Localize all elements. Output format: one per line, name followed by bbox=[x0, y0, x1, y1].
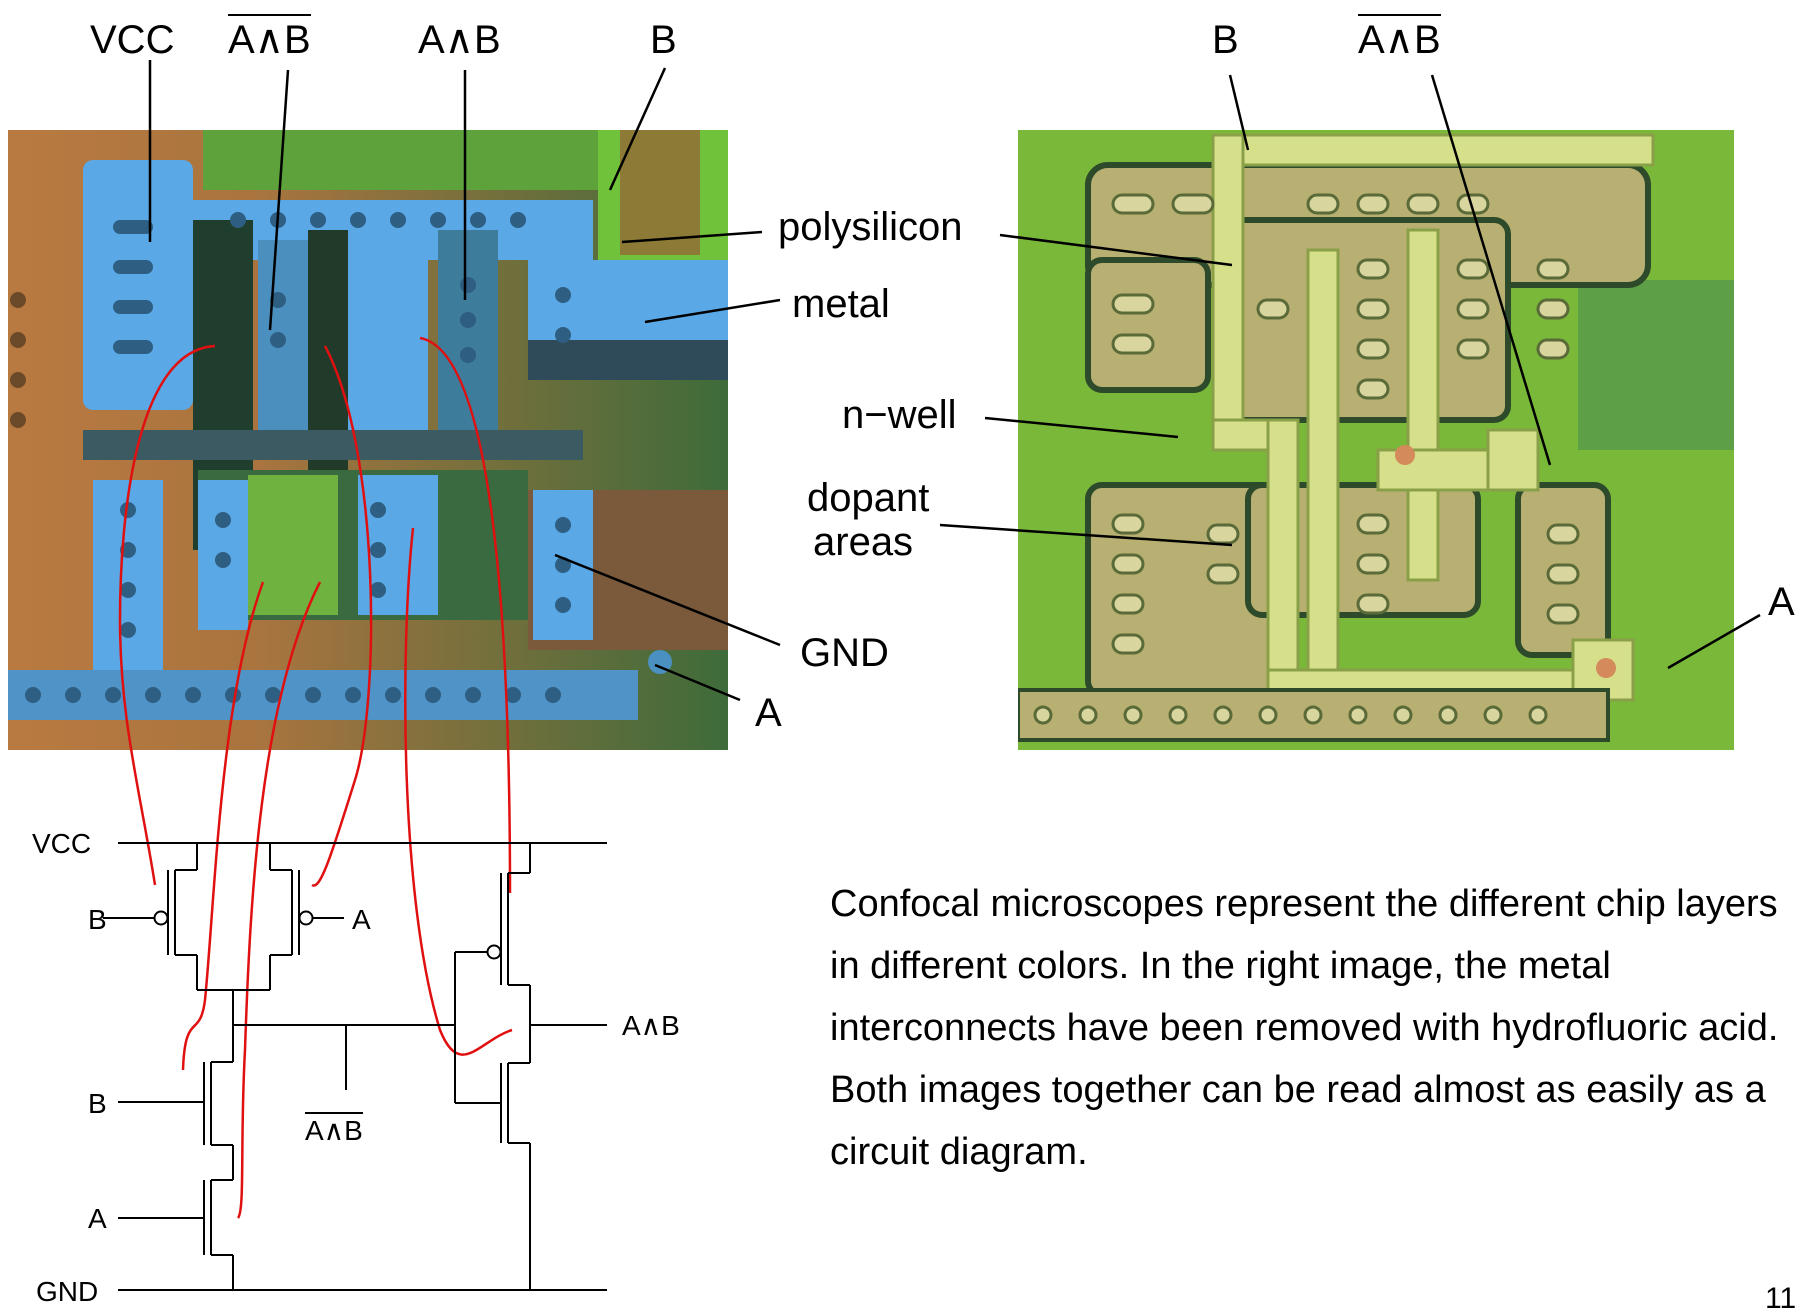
label-b-top-left: B bbox=[650, 18, 677, 62]
label-b-top-right: B bbox=[1212, 18, 1239, 62]
label-gnd: GND bbox=[800, 631, 889, 675]
label-a-left-image: A bbox=[755, 691, 782, 735]
label-areas: areas bbox=[813, 520, 914, 564]
label-metal: metal bbox=[792, 282, 890, 326]
schematic-gnd: GND bbox=[36, 1276, 99, 1307]
cmos-schematic bbox=[103, 842, 607, 1291]
label-dopant: dopant bbox=[807, 476, 930, 520]
label-nand-top-left: A∧B bbox=[228, 14, 311, 60]
schematic-vcc: VCC bbox=[32, 828, 92, 859]
left-micrograph bbox=[8, 130, 728, 750]
right-micrograph bbox=[1018, 130, 1734, 750]
schematic-b-top: B bbox=[88, 904, 107, 935]
label-vcc: VCC bbox=[90, 18, 175, 62]
label-nwell: n−well bbox=[842, 393, 957, 437]
label-nand-top-right: A∧B bbox=[1358, 14, 1441, 60]
schematic-nand-out: A∧B bbox=[305, 1112, 363, 1145]
schematic-a-top: A bbox=[352, 904, 371, 935]
schematic-and-out: A∧B bbox=[622, 1010, 680, 1041]
label-and-top-left: A∧B bbox=[418, 18, 501, 62]
caption: Confocal microscopes represent the diffe… bbox=[830, 883, 1779, 1173]
label-a-right-image: A bbox=[1768, 580, 1795, 624]
page-number: 11 bbox=[1765, 1284, 1797, 1314]
schematic-b-mid: B bbox=[88, 1088, 107, 1119]
schematic-a-low: A bbox=[88, 1203, 107, 1234]
label-polysilicon: polysilicon bbox=[778, 205, 963, 249]
